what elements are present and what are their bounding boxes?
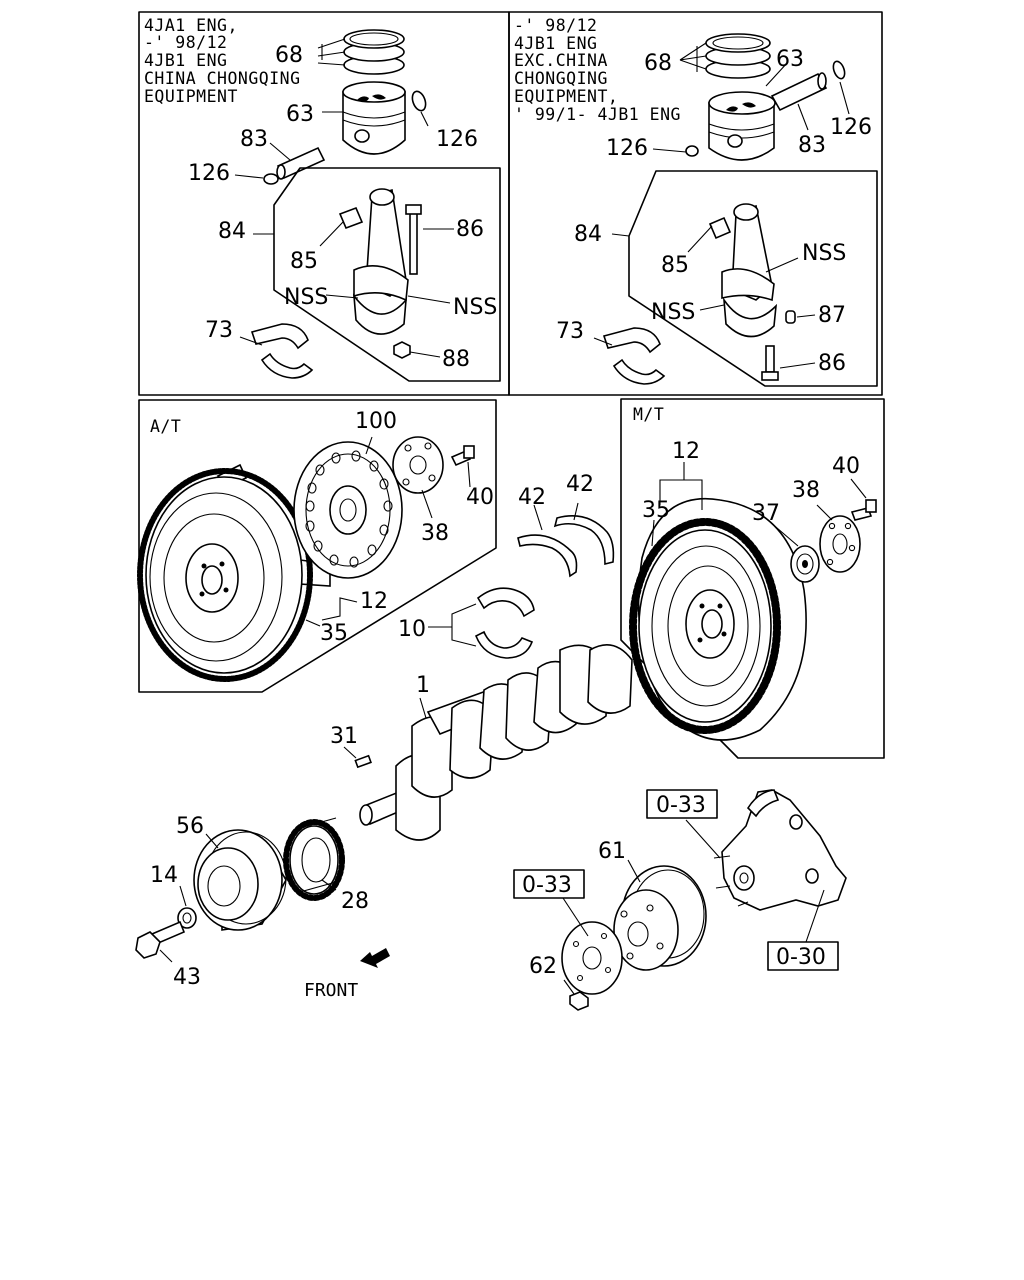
pilot-bearing-mt bbox=[790, 545, 820, 583]
callout-nss-left-b: NSS bbox=[453, 295, 497, 320]
callout-126-left-b: 126 bbox=[188, 161, 230, 186]
callout-40-at: 40 bbox=[466, 485, 494, 510]
callout-1: 1 bbox=[416, 673, 430, 698]
pulley-nut bbox=[569, 991, 589, 1011]
fan-pulley bbox=[613, 865, 707, 971]
bearing-shells-right bbox=[602, 327, 666, 385]
callout-86-right: 86 bbox=[818, 351, 846, 376]
svg-text:0-30: 0-30 bbox=[776, 945, 826, 970]
flywheel-mt-frame bbox=[620, 398, 885, 759]
callout-43: 43 bbox=[173, 965, 201, 990]
callout-84-left: 84 bbox=[218, 219, 246, 244]
flywheel-mt bbox=[629, 498, 807, 741]
callout-68-left: 68 bbox=[275, 43, 303, 68]
piston-rings-right bbox=[705, 33, 771, 79]
thrust-washer-a bbox=[517, 534, 578, 578]
callout-73-left: 73 bbox=[205, 318, 233, 343]
main-bearing-upper bbox=[474, 587, 535, 659]
callout-83-left: 83 bbox=[240, 127, 268, 152]
timing-gear bbox=[283, 817, 345, 901]
flywheel-mt-title: M/T bbox=[633, 405, 664, 424]
callout-86-left: 86 bbox=[456, 217, 484, 242]
callout-85-left: 85 bbox=[290, 249, 318, 274]
callout-63-right: 63 bbox=[776, 47, 804, 72]
svg-text:0-33: 0-33 bbox=[656, 793, 706, 818]
piston-pin-right bbox=[770, 72, 828, 112]
svg-text:0-33: 0-33 bbox=[522, 873, 572, 898]
callout-38-mt: 38 bbox=[792, 478, 820, 503]
callout-63-left: 63 bbox=[286, 102, 314, 127]
callout-12-mt: 12 bbox=[672, 439, 700, 464]
callout-100-at: 100 bbox=[355, 409, 397, 434]
pulley-spacer bbox=[561, 921, 623, 995]
flywheel-at-frame bbox=[138, 399, 497, 693]
plate-washer-at bbox=[392, 436, 444, 494]
callout-31: 31 bbox=[330, 724, 358, 749]
callout-42-b: 42 bbox=[566, 472, 594, 497]
bolt-mt bbox=[850, 499, 877, 521]
piston-panel-right-frame bbox=[508, 11, 883, 396]
callout-42-a: 42 bbox=[518, 485, 546, 510]
woodruff-key bbox=[354, 754, 372, 769]
piston-rings-left bbox=[343, 29, 405, 75]
connecting-rod-right bbox=[708, 203, 796, 381]
callout-126-left-a: 126 bbox=[436, 127, 478, 152]
callout-88-left: 88 bbox=[442, 347, 470, 372]
conrod-subframe-left bbox=[273, 167, 501, 382]
plate-washer-mt bbox=[819, 515, 861, 573]
callout-nss-right-a: NSS bbox=[802, 241, 846, 266]
crankshaft bbox=[359, 644, 633, 841]
piston-right bbox=[708, 91, 776, 161]
piston-left bbox=[342, 81, 406, 155]
piston-left-note: 4JA1 ENG, -' 98/12 4JB1 ENG CHINA CHONGQ… bbox=[144, 16, 311, 106]
callout-87-right: 87 bbox=[818, 303, 846, 328]
ref-box-0-33-left: 0-33 bbox=[513, 869, 585, 899]
flywheel-at-title: A/T bbox=[150, 417, 181, 436]
callout-14: 14 bbox=[150, 863, 178, 888]
callout-40-mt: 40 bbox=[832, 454, 860, 479]
callout-35-at: 35 bbox=[320, 621, 348, 646]
piston-right-note: -' 98/12 4JB1 ENG EXC.CHINA CHONGQING EQ… bbox=[514, 16, 681, 124]
callout-35-mt: 35 bbox=[642, 498, 670, 523]
callout-61: 61 bbox=[598, 839, 626, 864]
water-pump-housing bbox=[713, 789, 847, 911]
bearing-shells-left bbox=[250, 323, 314, 379]
crank-washer bbox=[177, 907, 197, 929]
callout-nss-right-b: NSS bbox=[651, 300, 695, 325]
callout-126-right-b: 126 bbox=[606, 136, 648, 161]
callout-37-mt: 37 bbox=[752, 501, 780, 526]
callout-126-right-a: 126 bbox=[830, 115, 872, 140]
thrust-washer-b bbox=[553, 515, 615, 566]
callout-10: 10 bbox=[398, 617, 426, 642]
front-arrow-icon bbox=[360, 948, 390, 968]
callout-83-right: 83 bbox=[798, 133, 826, 158]
callout-84-right: 84 bbox=[574, 222, 602, 247]
snap-ring-right-a bbox=[832, 60, 846, 80]
drive-plate-at bbox=[293, 441, 403, 579]
snap-ring-left-a bbox=[411, 90, 427, 112]
callout-56: 56 bbox=[176, 814, 204, 839]
callout-68-right: 68 bbox=[644, 51, 672, 76]
snap-ring-right-b bbox=[685, 145, 699, 157]
crank-pulley bbox=[193, 829, 287, 931]
ref-box-0-33-top: 0-33 bbox=[646, 789, 718, 819]
callout-12-at: 12 bbox=[360, 589, 388, 614]
callout-73-right: 73 bbox=[556, 319, 584, 344]
piston-pin-left bbox=[276, 146, 326, 180]
callout-28: 28 bbox=[341, 889, 369, 914]
bolt-at bbox=[450, 445, 475, 467]
connecting-rod-left bbox=[338, 188, 422, 359]
ref-box-0-30: 0-30 bbox=[767, 941, 839, 971]
callout-85-right: 85 bbox=[661, 253, 689, 278]
front-label: FRONT bbox=[304, 980, 358, 1001]
callout-nss-left-a: NSS bbox=[284, 285, 328, 310]
callout-62: 62 bbox=[529, 954, 557, 979]
callout-38-at: 38 bbox=[421, 521, 449, 546]
flywheel-at bbox=[137, 463, 331, 682]
crank-bolt bbox=[135, 920, 186, 959]
conrod-subframe-right bbox=[628, 170, 878, 387]
snap-ring-left-b bbox=[263, 173, 279, 185]
